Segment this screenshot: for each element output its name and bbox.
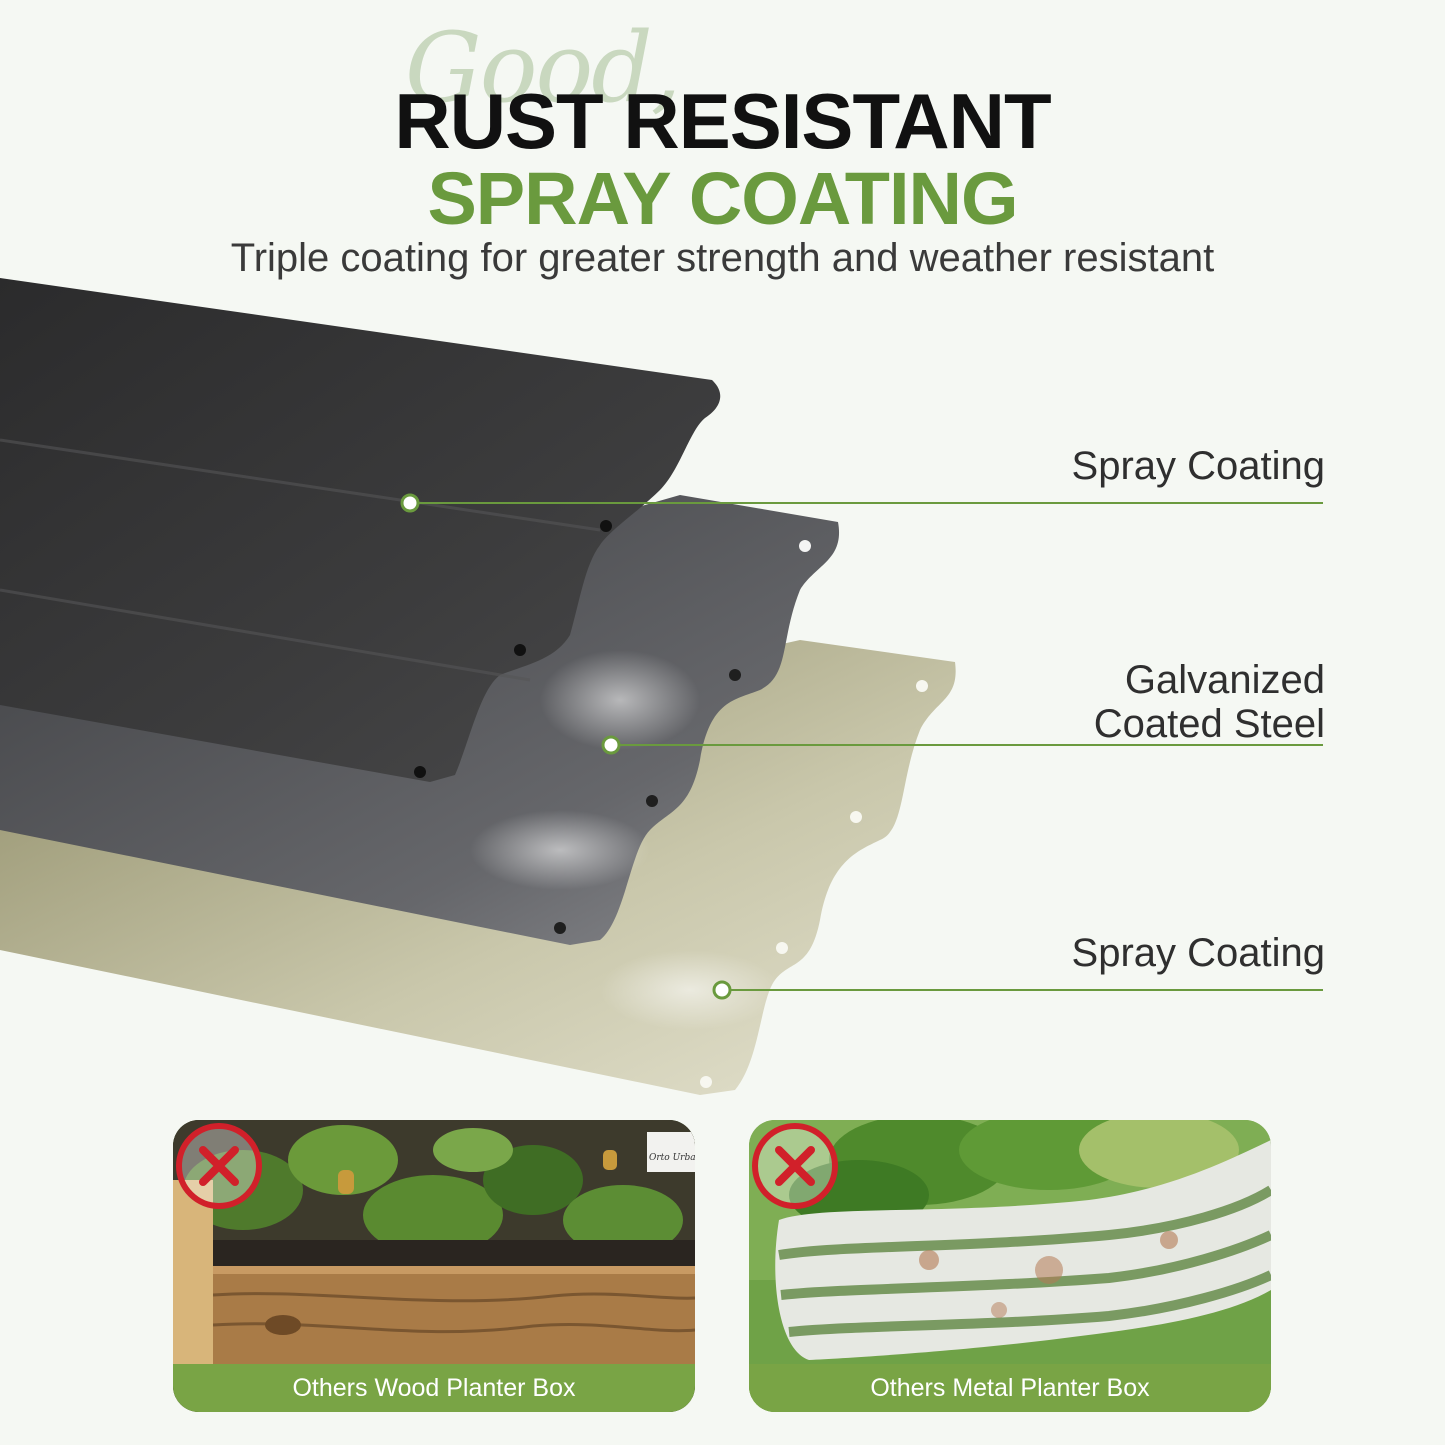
no-symbol-icon	[752, 1123, 838, 1209]
callout-text: Coated Steel	[1093, 702, 1325, 746]
dark-layer-ridge	[0, 438, 601, 532]
script-word-decoration: Good,	[405, 12, 681, 124]
galvanized-layer-hole	[646, 795, 658, 807]
galvanized-layer-shine	[470, 810, 650, 890]
galvanized-layer-hole	[554, 922, 566, 934]
beige-layer-hole	[916, 680, 928, 692]
wood-planter-label: Others Wood Planter Box	[173, 1364, 695, 1412]
dark-layer-hole	[600, 520, 612, 532]
headline-spray-coating: SPRAY COATING	[427, 157, 1018, 240]
callout-galvanized-steel: Galvanized Coated Steel	[1094, 658, 1325, 746]
galvanized-layer-hole	[799, 540, 811, 552]
galvanized-layer-shine	[540, 650, 700, 750]
callout-text: Spray Coating	[1071, 931, 1325, 975]
subtitle: Triple coating for greater strength and …	[230, 236, 1215, 280]
callout-spray-coating-top: Spray Coating	[1072, 444, 1325, 488]
comparison-card-wood: Orto Urban Others Wood Planter Box	[173, 1120, 695, 1412]
beige-layer-hole	[850, 811, 862, 823]
beige-layer-shine	[600, 950, 780, 1030]
callout-dot	[400, 493, 420, 513]
callout-text: Galvanized	[1124, 658, 1325, 702]
beige-layer-hole	[700, 1076, 712, 1088]
galvanized-layer-hole	[729, 669, 741, 681]
dark-layer-ridge	[0, 588, 531, 682]
callout-spray-coating-bottom: Spray Coating	[1072, 931, 1325, 975]
comparison-card-metal: Others Metal Planter Box	[749, 1120, 1271, 1412]
no-symbol-icon	[176, 1123, 262, 1209]
callout-text: Spray Coating	[1071, 444, 1325, 488]
callout-dot	[601, 735, 621, 755]
dark-layer-hole	[514, 644, 526, 656]
wood-planter-sign-text: Orto Urban	[649, 1153, 695, 1163]
dark-layer-hole	[414, 766, 426, 778]
beige-layer-hole	[776, 942, 788, 954]
dark-spray-layer	[0, 278, 721, 782]
metal-planter-label: Others Metal Planter Box	[749, 1364, 1271, 1412]
headline-rust-resistant: RUST RESISTANT	[394, 77, 1051, 165]
callout-dot	[712, 980, 732, 1000]
